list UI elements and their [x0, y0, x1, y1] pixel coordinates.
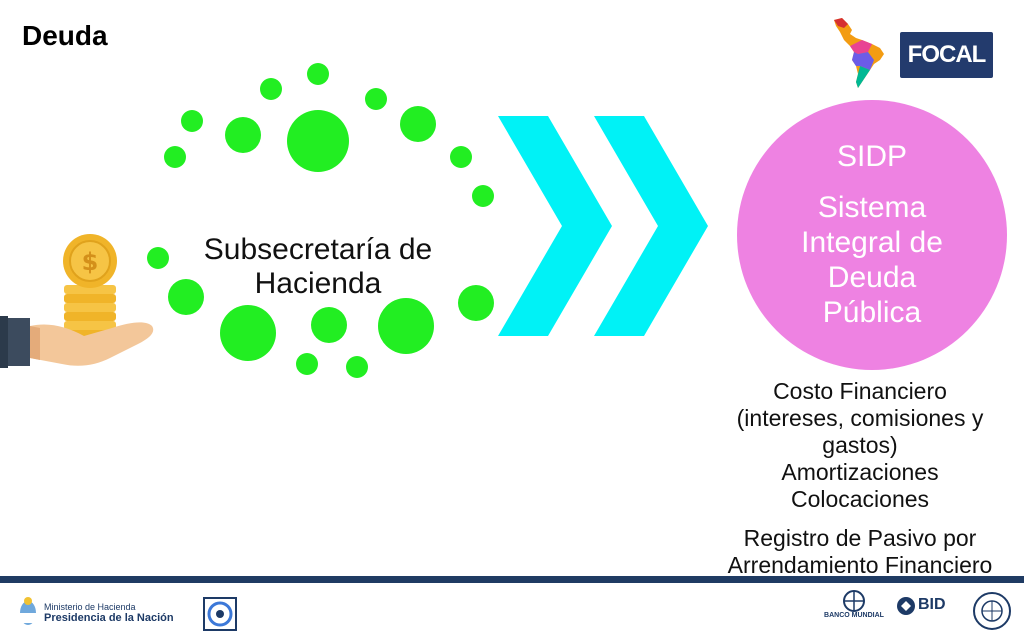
chevron-left [498, 116, 612, 336]
green-dot [450, 146, 472, 168]
ministerio-logo: Ministerio de Hacienda Presidencia de la… [18, 595, 188, 631]
green-dot [287, 110, 349, 172]
info-line: (intereses, comisiones y [736, 405, 984, 431]
chevron-arrows-icon [498, 116, 708, 336]
info-gap [700, 513, 1020, 525]
center-label-line1: Subsecretaría de [203, 233, 433, 266]
info-line: Amortizaciones [781, 459, 939, 485]
banco-mundial-logo: BANCO MUNDIAL [822, 590, 886, 634]
green-dot [346, 356, 368, 378]
sidp-circle [737, 100, 1007, 370]
info-line: Costo Financiero [773, 378, 947, 404]
center-label: Subsecretaría de Hacienda [168, 233, 468, 301]
banco-mundial-text: BANCO MUNDIAL [824, 612, 884, 619]
ministerio-line2: Presidencia de la Nación [44, 612, 174, 624]
focal-logo: FOCAL [900, 32, 993, 78]
green-dot [378, 298, 434, 354]
green-dot [220, 305, 276, 361]
focal-logo-text: FOCAL [907, 41, 987, 68]
chevron-right [594, 116, 708, 336]
argentina-shield-icon [20, 597, 36, 625]
bid-logo: BID [896, 592, 956, 632]
green-dot [400, 106, 436, 142]
green-dot [296, 353, 318, 375]
agency-badge-icon [203, 597, 237, 631]
bid-mark-icon [897, 597, 915, 615]
sidp-acronym: SIDP [836, 140, 908, 173]
green-dot [472, 185, 494, 207]
sidp-full-name: Sistema Integral de Deuda Pública [737, 190, 1007, 330]
green-dot [181, 110, 203, 132]
green-dot [311, 307, 347, 343]
sidp-full-line4: Pública [822, 296, 922, 329]
imf-seal-icon [973, 592, 1011, 630]
green-dot [168, 279, 204, 315]
sidp-full-line1: Sistema [817, 191, 927, 224]
footer-bar [0, 576, 1024, 583]
center-label-line2: Hacienda [254, 267, 382, 300]
slide-title: Deuda [22, 20, 108, 51]
green-dot [458, 285, 494, 321]
globe-icon [843, 590, 865, 612]
latin-america-map-icon [834, 18, 884, 88]
dollar-coin-icon: $ [63, 234, 117, 288]
green-dot [147, 247, 169, 269]
hand-icon [0, 316, 154, 368]
green-dot [365, 88, 387, 110]
info-line: Registro de Pasivo por [743, 525, 977, 551]
sidp-full-line2: Integral de [801, 226, 943, 259]
bid-text: BID [918, 596, 946, 613]
green-dot [225, 117, 261, 153]
ministerio-line1: Ministerio de Hacienda [44, 602, 136, 612]
sidp-full-line3: Deuda [827, 261, 917, 294]
money-hand-icon: $ [0, 234, 154, 368]
green-dot [260, 78, 282, 100]
info-block: Costo Financiero (intereses, comisiones … [700, 378, 1020, 579]
svg-text:$: $ [82, 248, 99, 276]
info-line: gastos) [822, 432, 898, 458]
info-line: Arrendamiento Financiero [727, 552, 993, 578]
green-dot [164, 146, 186, 168]
green-dot [307, 63, 329, 85]
info-line: Colocaciones [790, 486, 930, 512]
